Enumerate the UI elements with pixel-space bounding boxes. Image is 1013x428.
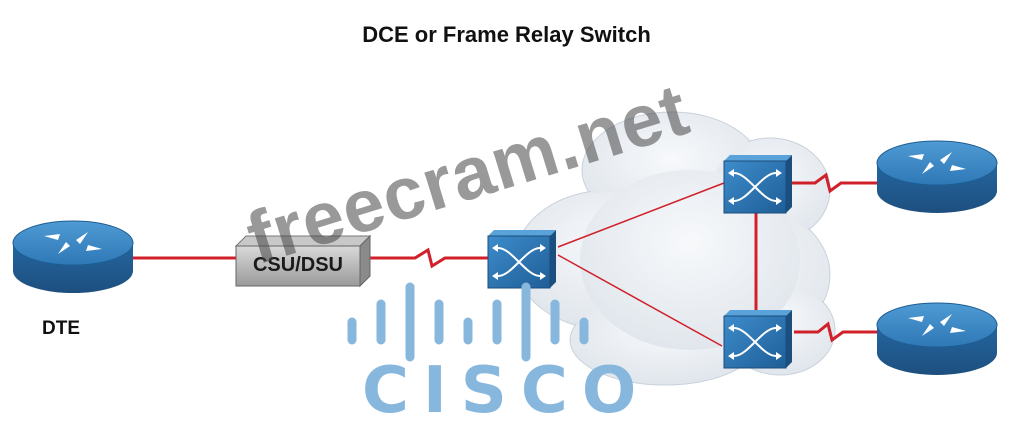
csu-dsu-label: CSU/DSU [252,254,343,276]
link-csu-switch-serial [362,247,490,269]
link-bottom-router-serial [794,321,880,343]
diagram-title: DCE or Frame Relay Switch [362,22,651,47]
switch-top-icon [723,155,792,214]
csu-dsu-icon [234,234,372,288]
router-top-right-icon [876,140,998,213]
link-top-router-serial [792,172,880,194]
link-entry-bottom [557,254,723,347]
dte-label: DTE [42,318,80,339]
router-bottom-right-icon [876,302,998,375]
link-entry-top [557,182,725,248]
links [130,172,880,347]
switch-bottom-icon [723,310,792,369]
cisco-logo-icon [347,282,589,362]
dte-router-icon [12,220,134,293]
cisco-logo-text: CISCO [362,354,651,428]
switch-entry-icon [487,230,556,289]
